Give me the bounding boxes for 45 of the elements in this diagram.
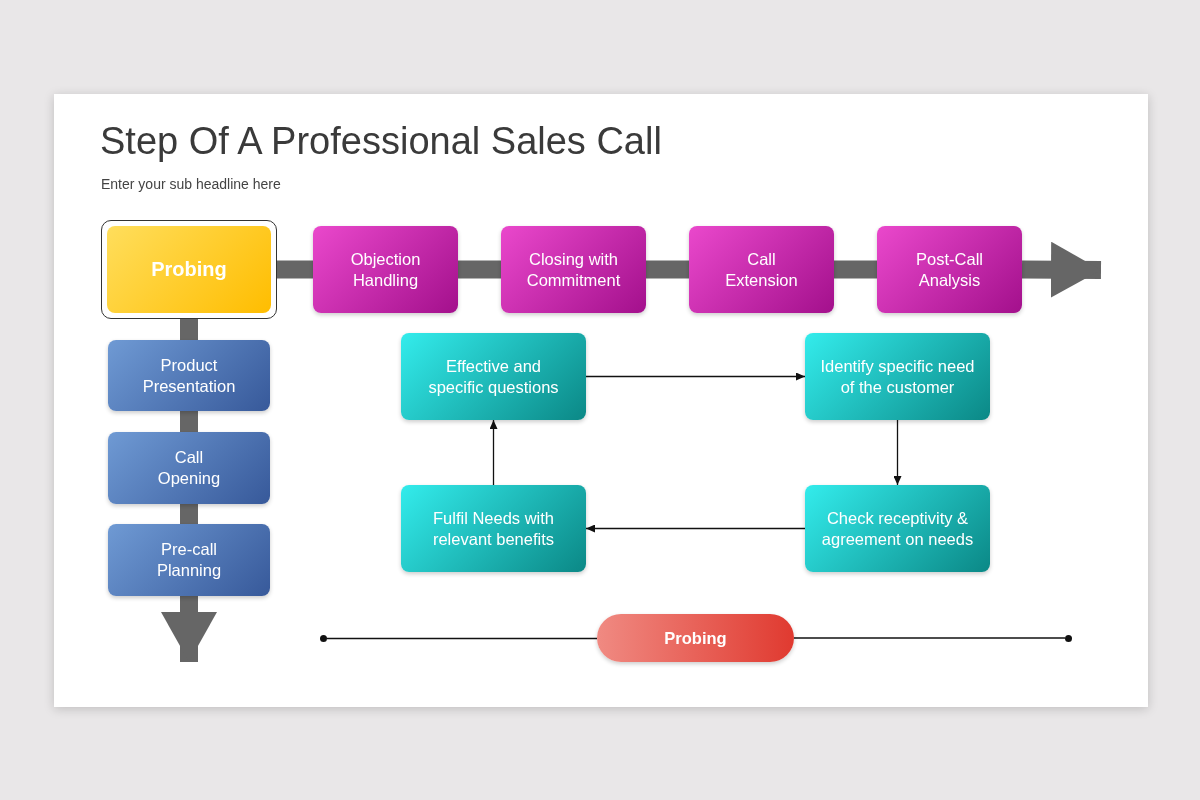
step-label: Pre-call Planning bbox=[155, 539, 223, 581]
step-label: Product Presentation bbox=[141, 354, 237, 397]
step-box bbox=[401, 333, 586, 420]
connector-line bbox=[646, 260, 689, 279]
step-box bbox=[501, 226, 646, 313]
connector-line bbox=[458, 260, 501, 279]
step-label: Probing bbox=[151, 257, 227, 282]
step-box bbox=[108, 432, 270, 504]
connector-line bbox=[326, 637, 598, 640]
step-box bbox=[313, 226, 458, 313]
arrow bbox=[1021, 244, 1102, 295]
step-box bbox=[108, 524, 270, 596]
step-box bbox=[805, 485, 990, 572]
arrow bbox=[164, 596, 214, 662]
end-dot bbox=[1065, 635, 1072, 642]
step-box bbox=[877, 226, 1022, 313]
connector-line bbox=[834, 260, 877, 279]
step-label: Effective and specific questions bbox=[427, 355, 560, 398]
step-label: Probing bbox=[664, 627, 727, 649]
connector-line bbox=[180, 411, 198, 432]
step-box bbox=[689, 226, 834, 313]
step-label: Identify specific need of the customer bbox=[819, 355, 976, 398]
arrow bbox=[893, 419, 902, 486]
step-label: Fulfil Needs with relevant benefits bbox=[431, 507, 556, 550]
subtitle: Enter your sub headline here bbox=[101, 176, 281, 192]
step-box bbox=[805, 333, 990, 420]
pill-box bbox=[597, 614, 794, 662]
connector-line bbox=[277, 260, 313, 279]
step-label: Closing with Commitment bbox=[525, 248, 622, 291]
step-label: Check receptivity & agreement on needs bbox=[820, 507, 975, 550]
step-label: Call Extension bbox=[724, 248, 799, 291]
arrow bbox=[585, 372, 806, 381]
highlight-frame bbox=[101, 220, 277, 319]
connector-line bbox=[180, 504, 198, 524]
connector-line bbox=[793, 637, 1066, 639]
step-label: Post-Call Analysis bbox=[915, 248, 984, 291]
connector-line bbox=[180, 319, 198, 340]
end-dot bbox=[320, 635, 327, 642]
step-label: Call Opening bbox=[156, 447, 222, 489]
title: Step Of A Professional Sales Call bbox=[100, 120, 662, 163]
arrow bbox=[489, 419, 498, 486]
step-label: Objection Handling bbox=[349, 248, 422, 291]
arrow bbox=[585, 524, 806, 533]
step-box bbox=[108, 340, 270, 411]
step-box bbox=[401, 485, 586, 572]
